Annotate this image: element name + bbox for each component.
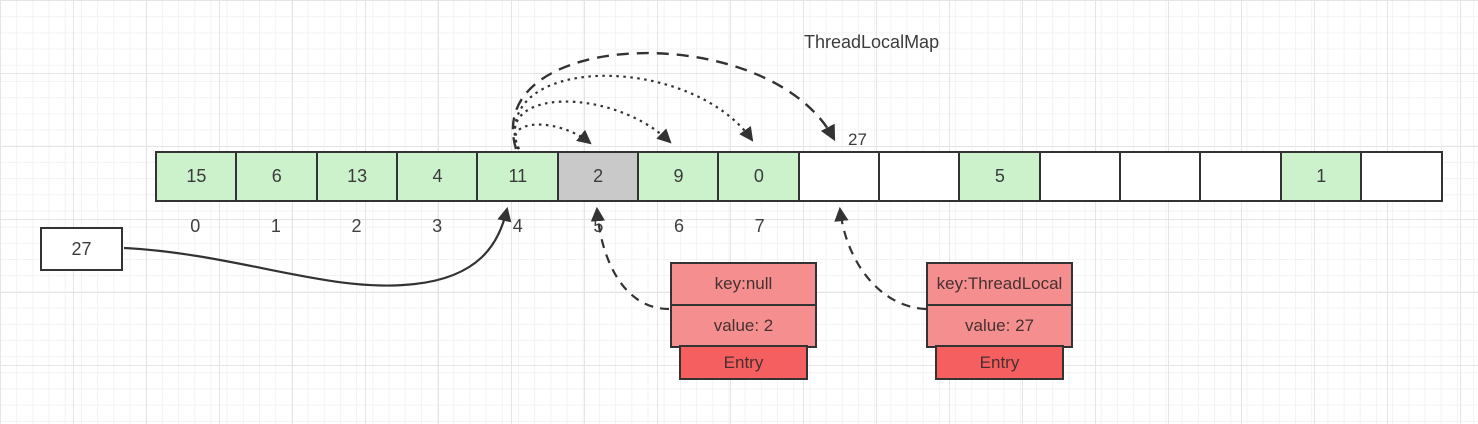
entry-value-row: value: 27 <box>926 303 1073 348</box>
array-cell-12 <box>1119 151 1202 202</box>
probe-arc-to-index7 <box>514 74 754 150</box>
array-cell-2: 13 <box>315 151 399 202</box>
diagram-title: ThreadLocalMap <box>804 32 940 52</box>
entry-box-null: key:null value: 2 Entry <box>670 262 817 380</box>
probe-arc-to-index6 <box>513 100 672 150</box>
entry-tag: Entry <box>935 345 1064 380</box>
entry-key-row: key:ThreadLocal <box>926 262 1073 306</box>
array-cell-11 <box>1038 151 1122 202</box>
array-cell-4: 11 <box>476 151 560 202</box>
entry-threadlocal-connector <box>834 206 927 311</box>
entry-value-row: value: 2 <box>670 303 817 348</box>
index-row: 0 1 2 3 4 5 6 7 <box>155 216 800 237</box>
threadlocalmap-array: 15 6 13 4 11 2 9 0 5 1 <box>155 151 1443 202</box>
incoming-value-box: 27 <box>40 227 123 271</box>
index-label-5: 5 <box>593 216 604 236</box>
array-cell-8 <box>797 151 881 202</box>
index-label-1: 1 <box>270 216 281 236</box>
array-cell-6: 9 <box>637 151 720 202</box>
array-cell-5: 2 <box>556 151 640 202</box>
entry-tag: Entry <box>679 345 808 380</box>
entry-key-row: key:null <box>670 262 817 306</box>
index-label-0: 0 <box>190 216 201 236</box>
index-label-7: 7 <box>754 216 765 236</box>
array-cell-14: 1 <box>1279 151 1363 202</box>
array-cell-7: 0 <box>717 151 801 202</box>
entry-box-threadlocal: key:ThreadLocal value: 27 Entry <box>926 262 1073 380</box>
probe-arc-to-index8 <box>511 52 836 150</box>
array-cell-10: 5 <box>958 151 1042 202</box>
probe-arc-to-index5 <box>514 123 592 150</box>
array-cell-13 <box>1199 151 1283 202</box>
hash-value-label: 27 <box>848 130 867 149</box>
array-cell-0: 15 <box>155 151 238 202</box>
array-cell-15 <box>1360 151 1443 202</box>
index-label-3: 3 <box>432 216 443 236</box>
index-label-2: 2 <box>351 216 362 236</box>
index-label-4: 4 <box>512 216 523 236</box>
array-cell-3: 4 <box>396 151 479 202</box>
index-label-6: 6 <box>674 216 685 236</box>
array-cell-1: 6 <box>235 151 319 202</box>
array-cell-9 <box>878 151 961 202</box>
